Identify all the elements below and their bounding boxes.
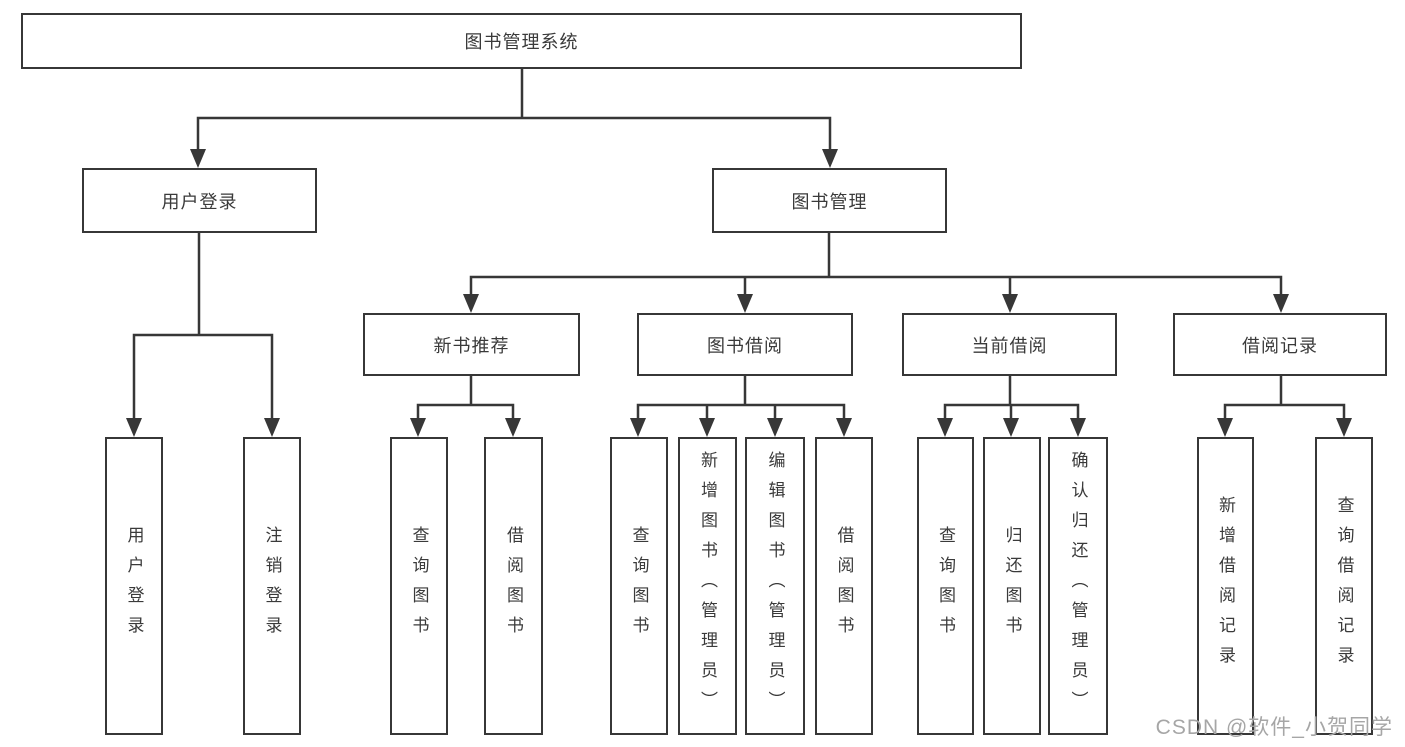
leaf-confirm-return-admin: 确认归还（管理员）	[1048, 437, 1108, 735]
leaf-edit-book-admin: 编辑图书（管理员）	[745, 437, 805, 735]
node-user-login-label: 用户登录	[161, 191, 238, 212]
node-book-borrowing-label: 图书借阅	[707, 335, 783, 356]
leaf-return-book-label: 归还图书	[1002, 526, 1022, 646]
node-user-login: 用户登录	[82, 168, 317, 233]
leaf-logout: 注销登录	[243, 437, 301, 735]
leaf-edit-book-admin-label: 编辑图书（管理员）	[765, 451, 785, 721]
node-book-borrowing: 图书借阅	[637, 313, 853, 376]
node-new-book-recommend-label: 新书推荐	[433, 335, 510, 356]
connector-strokes	[132, 65, 1346, 422]
leaf-borrow-book-label: 借阅图书	[834, 526, 854, 646]
leaf-query-book-current: 查询图书	[917, 437, 974, 735]
leaf-user-login-label: 用户登录	[124, 526, 144, 646]
node-borrow-records: 借阅记录	[1173, 313, 1387, 376]
leaf-query-book-borrowing-label: 查询图书	[629, 526, 649, 646]
node-root: 图书管理系统	[21, 13, 1022, 69]
node-book-management-label: 图书管理	[791, 191, 868, 212]
leaf-query-book-recommend: 查询图书	[390, 437, 448, 735]
leaf-add-borrow-record: 新增借阅记录	[1197, 437, 1254, 735]
node-current-borrowing-label: 当前借阅	[971, 335, 1048, 356]
node-root-label: 图书管理系统	[464, 32, 579, 52]
leaf-confirm-return-admin-label: 确认归还（管理员）	[1068, 451, 1088, 721]
leaf-borrow-book: 借阅图书	[815, 437, 873, 735]
leaf-add-book-admin: 新增图书（管理员）	[678, 437, 737, 735]
leaf-query-book-recommend-label: 查询图书	[409, 526, 429, 646]
watermark: CSDN @软件_小贺同学	[1155, 716, 1393, 739]
node-borrow-records-label: 借阅记录	[1242, 335, 1318, 356]
leaf-query-book-current-label: 查询图书	[936, 526, 955, 646]
node-new-book-recommend: 新书推荐	[363, 313, 580, 376]
leaf-add-book-admin-label: 新增图书（管理员）	[698, 451, 717, 721]
leaf-borrow-book-recommend: 借阅图书	[484, 437, 543, 735]
leaf-return-book: 归还图书	[983, 437, 1041, 735]
leaf-add-borrow-record-label: 新增借阅记录	[1216, 496, 1235, 676]
leaf-borrow-book-recommend-label: 借阅图书	[504, 526, 523, 646]
node-current-borrowing: 当前借阅	[902, 313, 1117, 376]
leaf-logout-label: 注销登录	[262, 526, 282, 646]
leaf-query-borrow-record-label: 查询借阅记录	[1334, 496, 1354, 676]
leaf-user-login: 用户登录	[105, 437, 163, 735]
node-book-management: 图书管理	[712, 168, 947, 233]
leaf-query-borrow-record: 查询借阅记录	[1315, 437, 1373, 735]
leaf-query-book-borrowing: 查询图书	[610, 437, 668, 735]
